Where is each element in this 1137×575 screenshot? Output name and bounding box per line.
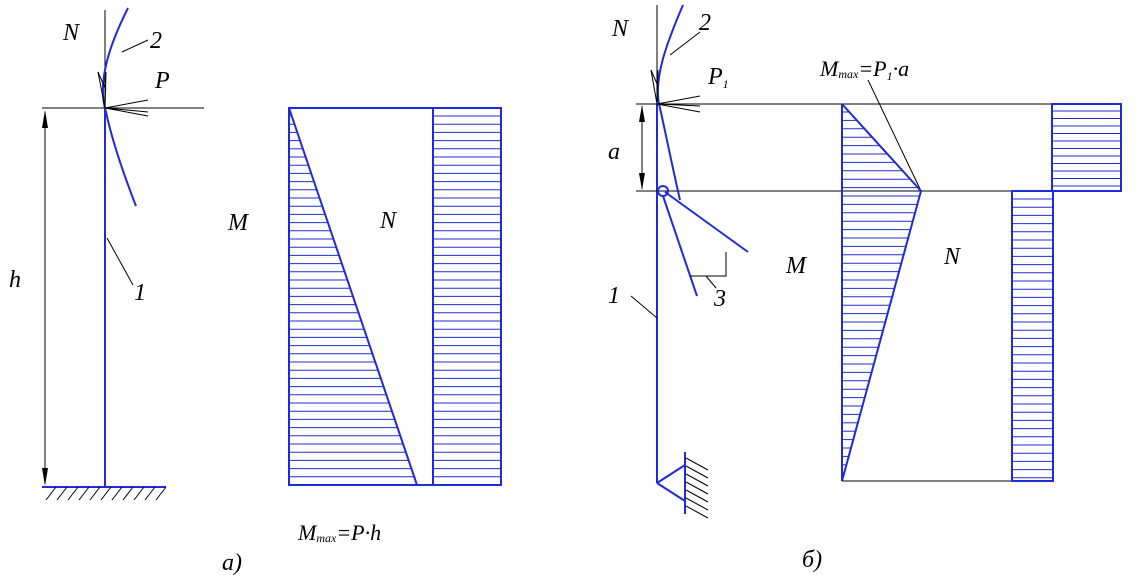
support-hatch-line	[685, 505, 709, 519]
dim-arrow-top-a	[639, 105, 645, 122]
ground-hatch-line	[122, 486, 134, 501]
dim-arrow-bottom-h	[42, 468, 48, 486]
panel-a: N 2 P h 1 M N Mmax=P·h а)	[9, 7, 502, 575]
ground-hatch-line	[45, 486, 57, 501]
leader-3-b	[690, 252, 727, 277]
brace-line-lower	[662, 195, 698, 297]
support-hatch-line	[685, 481, 709, 495]
leader-3-stem	[705, 275, 717, 289]
force-arrow-p1-b	[656, 95, 701, 113]
pin-support-b	[656, 452, 709, 519]
formula-b: Mmax=P1·a	[819, 56, 909, 83]
label-n-diagram-a: N	[379, 208, 398, 234]
support-hatch-line	[685, 497, 709, 511]
label-a: a	[608, 139, 620, 165]
dim-arrow-bottom-a	[639, 173, 645, 190]
ground-hatch-line	[144, 486, 156, 501]
support-hatch-line	[685, 473, 709, 487]
support-hatch-line	[685, 489, 709, 503]
ground-hatch-line	[67, 486, 79, 501]
force-arrow-n-a	[97, 71, 107, 109]
support-hatch-line	[685, 465, 709, 479]
force-arrow-p-a	[104, 99, 149, 117]
ground-hatch-line	[155, 486, 167, 501]
support-hatch-line	[685, 457, 709, 471]
brace-line-upper	[664, 191, 749, 253]
label-m-diagram-a: M	[227, 210, 250, 236]
leader-2-b	[669, 31, 701, 56]
ground-hatch-line	[89, 486, 101, 501]
label-p1-b: P1	[707, 64, 729, 91]
moment-diagram-a	[288, 107, 502, 486]
dim-arrow-top-h	[42, 110, 48, 128]
leader-mmax-b	[867, 79, 922, 192]
label-p-a: P	[154, 68, 170, 94]
leader-1-a	[106, 237, 134, 286]
label-n-a: N	[62, 20, 81, 46]
label-n-diagram-b: N	[943, 244, 962, 270]
leader-1-b	[630, 295, 658, 319]
ground-hatch-line	[78, 486, 90, 501]
caption-b: б)	[802, 547, 822, 573]
force-arrow-n-b	[650, 69, 659, 105]
deflection-curve-b	[656, 4, 684, 201]
caption-a: а)	[222, 550, 242, 575]
label-2-b: 2	[699, 10, 711, 36]
deflection-curve-a	[101, 7, 137, 207]
formula-a: Mmax=P·h	[297, 520, 381, 545]
label-1-b: 1	[608, 283, 620, 309]
label-h: h	[9, 267, 21, 293]
moment-diagram-b	[841, 103, 1012, 482]
normal-force-diagram-b	[1011, 103, 1122, 482]
ground-hatch-line	[111, 486, 123, 501]
label-3-b: 3	[713, 286, 726, 312]
ground-hatch-line	[133, 486, 145, 501]
ground-hatch-line	[56, 486, 68, 501]
panel-b: N 2 P1 a 1 3 Mmax=P1·a M N б)	[608, 4, 1122, 573]
ground-hatch-a	[45, 486, 167, 501]
label-m-diagram-b: M	[785, 253, 808, 279]
label-1-a: 1	[134, 280, 146, 306]
leader-2-a	[121, 39, 149, 53]
ground-hatch-line	[100, 486, 112, 501]
label-n-b: N	[611, 16, 630, 42]
label-2-a: 2	[150, 28, 162, 54]
